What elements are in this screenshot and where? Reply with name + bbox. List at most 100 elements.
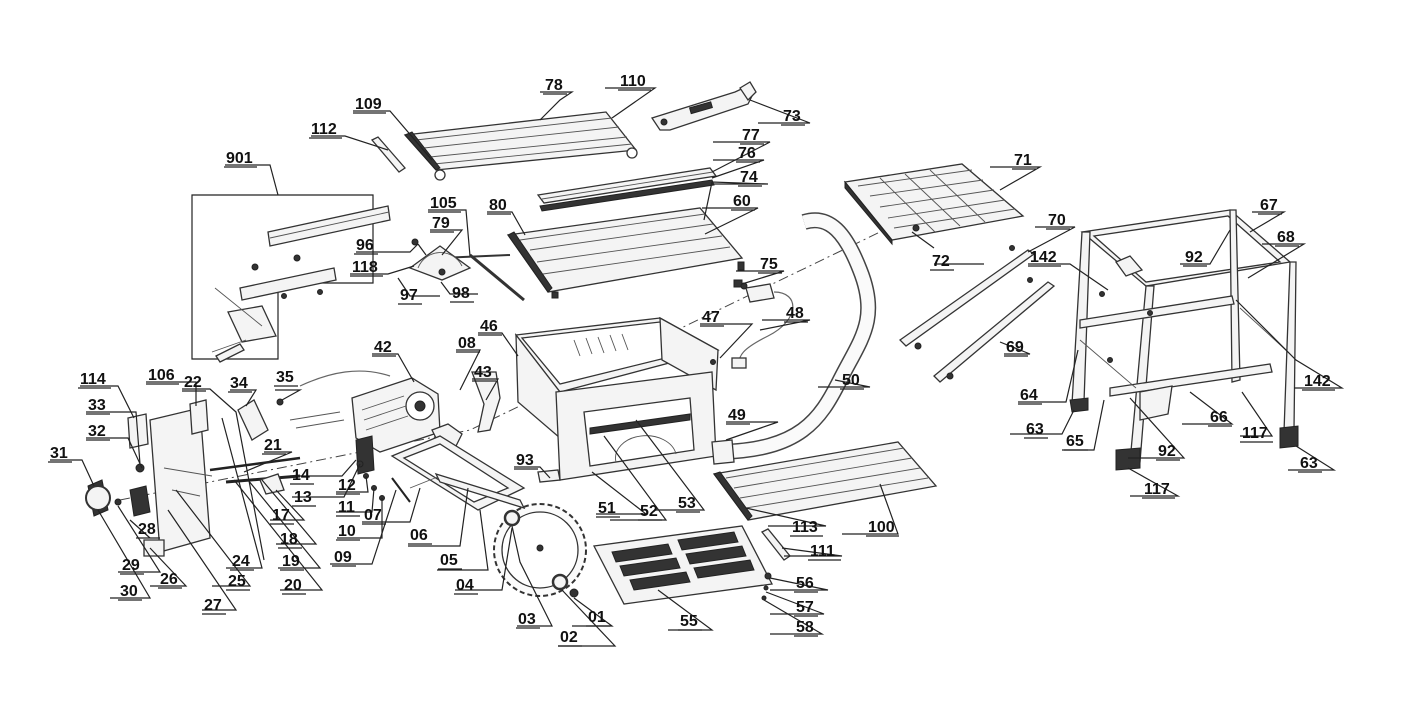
part-label-93: 93 (516, 452, 534, 469)
part-label-142: 142 (1030, 249, 1057, 266)
part-label-43: 43 (474, 364, 492, 381)
part-label-18: 18 (280, 531, 298, 548)
part-label-52: 52 (640, 503, 658, 520)
part-label-77: 77 (742, 127, 760, 144)
part-label-13: 13 (294, 489, 312, 506)
stand-drawing (1069, 209, 1299, 471)
part-label-74: 74 (740, 169, 758, 186)
part-label-97: 97 (400, 287, 418, 304)
part-label-114: 114 (80, 371, 106, 388)
part-label-48: 48 (786, 305, 804, 322)
part-label-35: 35 (276, 369, 294, 386)
part-label-07: 07 (364, 507, 382, 524)
part-drawings (85, 81, 1299, 605)
part-label-31: 31 (50, 445, 68, 462)
support-rails-drawing (898, 245, 1056, 383)
part-label-05: 05 (440, 552, 458, 569)
part-label-20: 20 (284, 577, 302, 594)
part-label-29: 29 (122, 557, 140, 574)
part-label-68: 68 (1277, 229, 1295, 246)
part-label-118: 118 (352, 259, 378, 276)
top-rail-drawing (403, 111, 638, 181)
part-label-27: 27 (204, 597, 222, 614)
housing-drawing (514, 316, 720, 440)
bottom-plate-drawing (592, 525, 774, 605)
part-label-117: 117 (1242, 425, 1268, 442)
part-label-109: 109 (355, 96, 382, 113)
part-label-64: 64 (1020, 387, 1038, 404)
part-label-72: 72 (932, 253, 950, 270)
part-label-111: 111 (810, 543, 835, 560)
part-label-46: 46 (480, 318, 498, 335)
part-label-17: 17 (272, 507, 290, 524)
part-label-100: 100 (868, 519, 895, 536)
part-label-75: 75 (760, 256, 778, 273)
part-label-110: 110 (620, 73, 646, 90)
part-label-66: 66 (1210, 409, 1228, 426)
part-label-63: 63 (1026, 421, 1044, 438)
part-label-10: 10 (338, 523, 356, 540)
part-label-19: 19 (282, 553, 300, 570)
part-label-04: 04 (456, 577, 474, 594)
part-label-73: 73 (783, 108, 801, 125)
part-label-28: 28 (138, 521, 156, 538)
part-label-03: 03 (518, 611, 536, 628)
part-label-01: 01 (588, 609, 606, 626)
power-cord-drawing (731, 282, 794, 369)
extension-table-100-drawing (712, 441, 938, 561)
front-case-drawing (537, 371, 717, 483)
part-label-33: 33 (88, 397, 106, 414)
part-label-63: 63 (1300, 455, 1318, 472)
handle-112-drawing (370, 136, 406, 173)
part-label-11: 11 (338, 499, 355, 516)
part-label-24: 24 (232, 553, 250, 570)
part-label-02: 02 (560, 629, 578, 646)
part-label-65: 65 (1066, 433, 1084, 450)
part-label-69: 69 (1006, 339, 1024, 356)
part-label-47: 47 (702, 309, 720, 326)
part-label-79: 79 (432, 215, 450, 232)
part-label-113: 113 (792, 519, 818, 536)
part-label-34: 34 (230, 375, 248, 392)
part-label-67: 67 (1260, 197, 1278, 214)
part-label-96: 96 (356, 237, 374, 254)
part-label-30: 30 (120, 583, 138, 600)
part-label-92: 92 (1185, 249, 1203, 266)
part-label-49: 49 (728, 407, 746, 424)
part-label-26: 26 (160, 571, 178, 588)
part-label-78: 78 (545, 77, 563, 94)
middle-table-drawing (506, 207, 745, 299)
part-label-142: 142 (1304, 373, 1331, 390)
part-label-06: 06 (410, 527, 428, 544)
part-label-80: 80 (489, 197, 507, 214)
part-label-70: 70 (1048, 212, 1066, 229)
part-label-42: 42 (374, 339, 392, 356)
part-label-92: 92 (1158, 443, 1176, 460)
miter-gauge-drawing (408, 238, 472, 281)
part-label-22: 22 (184, 374, 202, 391)
part-label-14: 14 (292, 467, 310, 484)
part-label-25: 25 (228, 573, 246, 590)
part-label-55: 55 (680, 613, 698, 630)
left-assembly-drawing (85, 399, 213, 557)
part-label-56: 56 (796, 575, 814, 592)
part-label-112: 112 (311, 121, 337, 138)
part-label-98: 98 (452, 285, 470, 302)
parallel-fence-box (191, 194, 391, 363)
part-label-50: 50 (842, 372, 860, 389)
dust-hose-drawing (711, 212, 877, 465)
part-label-57: 57 (796, 599, 814, 616)
saw-blade-drawing (493, 503, 587, 598)
part-label-21: 21 (264, 437, 282, 454)
part-label-12: 12 (338, 477, 356, 494)
leader-lines (50, 87, 1345, 647)
part-label-09: 09 (334, 549, 352, 566)
rod-105-drawing (469, 253, 525, 302)
blade-guard-drawing (650, 81, 757, 131)
part-label-71: 71 (1014, 152, 1032, 169)
side-table-71-drawing (843, 163, 1025, 246)
part-label-106: 106 (148, 367, 175, 384)
extension-bar-drawing (536, 167, 718, 212)
